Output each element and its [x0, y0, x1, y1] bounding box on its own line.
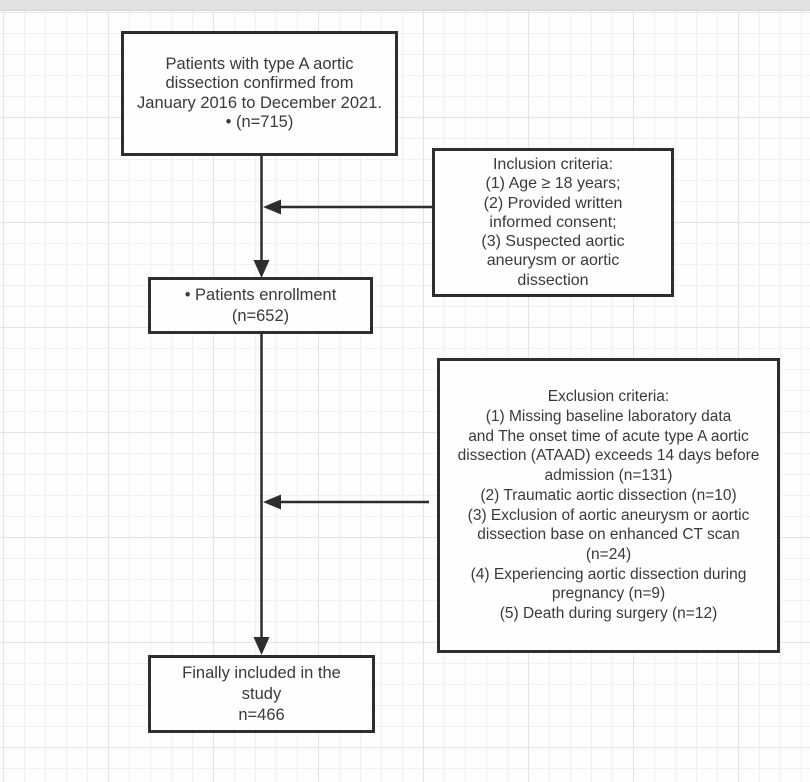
node-title-line: Inclusion criteria:	[492, 156, 614, 174]
node-text-line: (2) Traumatic aortic dissection (n=10)	[480, 486, 737, 504]
arrowhead-down-enrollment-icon	[253, 260, 270, 278]
node-text-line: (n=24)	[585, 545, 632, 563]
node-text-line: • Patients enrollment	[184, 285, 337, 304]
node-text-line: informed consent;	[489, 213, 617, 231]
node-text-line: (5) Death during surgery (n=12)	[499, 605, 718, 623]
node-text-line: (3) Suspected aortic	[481, 233, 625, 251]
node-count-line: • (n=715)	[225, 113, 294, 131]
node-text-line: dissection confirmed from	[165, 74, 354, 92]
node-text-line: dissection base on enhanced CT scan	[477, 526, 740, 544]
node-text-line: Patients with type A aortic	[165, 54, 354, 73]
arrowhead-left-inclusion-icon	[263, 199, 281, 215]
node-patients-enrollment: • Patients enrollment (n=652)	[148, 277, 373, 334]
node-exclusion-criteria: Exclusion criteria: (1) Missing baseline…	[437, 358, 780, 653]
node-text-line: dissection (ATAAD) exceeds 14 days befor…	[457, 447, 760, 465]
node-text-line: January 2016 to December 2021.	[137, 93, 382, 112]
node-text-line: aneurysm or aortic	[486, 252, 620, 270]
node-text-line: and The onset time of acute type A aorti…	[468, 427, 749, 445]
node-text-line: Finally included in the	[182, 663, 341, 682]
node-count-line: n=466	[238, 705, 285, 724]
top-gray-strip	[0, 0, 810, 11]
node-text-line: (1) Missing baseline laboratory data	[485, 407, 732, 425]
arrowhead-left-exclusion-icon	[263, 494, 281, 510]
node-finally-included: Finally included in the study n=466	[148, 655, 375, 733]
arrowhead-down-final-icon	[253, 637, 270, 655]
node-text-line: dissection	[517, 271, 589, 289]
node-text-line: (2) Provided written	[483, 194, 623, 212]
node-text-line: study	[241, 684, 282, 703]
node-text-line: (3) Exclusion of aortic aneurysm or aort…	[467, 506, 750, 524]
node-text-line: pregnancy (n=9)	[551, 585, 666, 603]
node-patients-confirmed: Patients with type A aortic dissection c…	[121, 31, 398, 156]
node-title-line: Exclusion criteria:	[547, 388, 670, 406]
node-text-line: (1) Age ≥ 18 years;	[485, 175, 621, 193]
node-text-line: admission (n=131)	[544, 467, 673, 485]
node-count-line: (n=652)	[231, 306, 290, 325]
node-inclusion-criteria: Inclusion criteria: (1) Age ≥ 18 years; …	[432, 148, 674, 297]
node-text-line: (4) Experiencing aortic dissection durin…	[470, 565, 747, 583]
